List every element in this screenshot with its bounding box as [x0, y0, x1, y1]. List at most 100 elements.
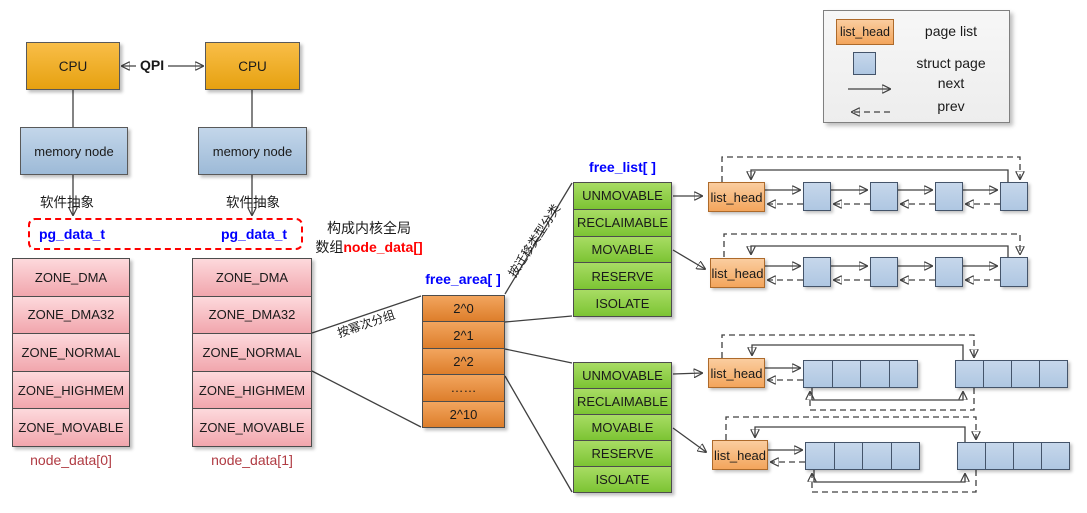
struct-page-box	[803, 257, 831, 287]
struct-page-cell	[863, 443, 892, 469]
free-list-cell: RESERVE	[574, 263, 671, 291]
zone-cell: ZONE_DMA32	[193, 296, 311, 335]
free-list-cell: MOVABLE	[574, 236, 671, 264]
free-area-cell: ……	[423, 375, 504, 402]
zone-table-1: ZONE_DMA ZONE_DMA32 ZONE_NORMAL ZONE_HIG…	[192, 258, 312, 447]
struct-page-cell	[986, 443, 1014, 469]
zone-cell: ZONE_NORMAL	[193, 334, 311, 372]
struct-page-cell	[891, 443, 919, 469]
free-list-cell: RECLAIMABLE	[574, 209, 671, 237]
list-head-box-0: list_head	[708, 182, 765, 212]
cpu-box-1: CPU	[205, 42, 300, 90]
free-list-cell: UNMOVABLE	[574, 363, 671, 389]
free-area-title: free_area[ ]	[425, 271, 501, 287]
zone-cell: ZONE_HIGHMEM	[193, 371, 311, 410]
memory-node-box-0: memory node	[20, 127, 128, 175]
zone-cell: ZONE_DMA	[193, 259, 311, 297]
struct-page-cell	[958, 443, 986, 469]
list-head-box-2: list_head	[708, 358, 765, 388]
annotation-line2: 数组node_data[]	[306, 238, 432, 257]
free-area-cell: 2^0	[423, 296, 504, 323]
struct-page-box	[935, 257, 963, 287]
software-abstraction-label-1: 软件抽象	[226, 195, 280, 210]
node-data-caption-0: node_data[0]	[30, 452, 112, 468]
list-head-label: list_head	[710, 189, 763, 205]
freelist-to-listhead-arrows	[672, 196, 706, 452]
list-head-label: list_head	[710, 365, 763, 381]
free-area-cell: 2^2	[423, 348, 504, 376]
free-list-title: free_list[ ]	[589, 159, 656, 175]
struct-page-cell	[804, 361, 833, 387]
legend-box: list_head page list struct page next pre…	[823, 10, 1010, 123]
struct-page-cell	[984, 361, 1012, 387]
qpi-label: QPI	[136, 57, 169, 73]
free-list-table-1: UNMOVABLE RECLAIMABLE MOVABLE RESERVE IS…	[573, 362, 672, 493]
free-area-cell: 2^1	[423, 322, 504, 349]
classify-by-migrate-type-label: 按迁移类型分类	[505, 201, 564, 280]
free-list-cell: RESERVE	[574, 441, 671, 467]
free-list-cell: ISOLATE	[574, 290, 671, 316]
free-area-cell: 2^10	[423, 401, 504, 428]
struct-page-box	[1000, 257, 1028, 287]
free-list-table-0: UNMOVABLE RECLAIMABLE MOVABLE RESERVE IS…	[573, 182, 672, 317]
struct-page-cell	[832, 361, 861, 387]
node-data-annotation: 构成内核全局 数组node_data[]	[306, 219, 432, 257]
free-list-cell: RECLAIMABLE	[574, 389, 671, 415]
struct-page-cell	[806, 443, 835, 469]
free-list-cell: MOVABLE	[574, 415, 671, 441]
struct-page-box	[1000, 182, 1028, 211]
legend-page-list-label: page list	[924, 23, 978, 39]
zone-cell: ZONE_DMA32	[13, 296, 129, 335]
page-block	[957, 442, 1070, 470]
list-head-box-3: list_head	[712, 440, 768, 470]
legend-struct-page-label: struct page	[916, 55, 986, 71]
annotation-line2-prefix: 数组	[315, 239, 344, 255]
group-by-order-label: 按幂次分组	[335, 307, 397, 341]
pg-data-label-0: pg_data_t	[38, 226, 106, 242]
struct-page-cell	[834, 443, 863, 469]
cpu-label: CPU	[238, 58, 267, 74]
legend-next-label: next	[937, 75, 965, 91]
cpu-box-0: CPU	[26, 42, 120, 90]
memory-node-label: memory node	[34, 143, 114, 159]
zone-cell: ZONE_MOVABLE	[13, 409, 129, 446]
zone-cell: ZONE_NORMAL	[13, 334, 129, 372]
legend-struct-page-swatch	[853, 52, 876, 75]
pg-data-dashed-box	[28, 218, 303, 250]
struct-page-box	[870, 257, 898, 287]
list-head-label: list_head	[713, 447, 767, 463]
list-head-box-1: list_head	[710, 258, 765, 288]
struct-page-box	[803, 182, 831, 211]
page-block	[803, 360, 918, 388]
legend-prev-label: prev	[937, 98, 965, 114]
free-area-array: 2^0 2^1 2^2 …… 2^10	[422, 295, 505, 428]
list-head-label: list_head	[711, 265, 764, 281]
legend-list-head-swatch: list_head	[836, 19, 894, 45]
struct-page-cell	[1040, 361, 1067, 387]
zone-cell: ZONE_MOVABLE	[193, 409, 311, 446]
struct-page-cell	[1014, 443, 1042, 469]
cpu-label: CPU	[58, 58, 88, 74]
page-block	[805, 442, 920, 470]
zone-table-0: ZONE_DMA ZONE_DMA32 ZONE_NORMAL ZONE_HIG…	[12, 258, 130, 447]
free-list-cell: ISOLATE	[574, 467, 671, 492]
annotation-node-data-highlight: node_data[]	[343, 239, 423, 255]
struct-page-cell	[889, 361, 917, 387]
page-block	[955, 360, 1068, 388]
struct-page-cell	[861, 361, 890, 387]
struct-page-box	[935, 182, 963, 211]
struct-page-cell	[1042, 443, 1069, 469]
list-head-label: list_head	[839, 25, 891, 39]
memory-node-box-1: memory node	[198, 127, 307, 175]
struct-page-cell	[956, 361, 984, 387]
software-abstraction-label-0: 软件抽象	[40, 195, 94, 210]
free-list-cell: UNMOVABLE	[574, 183, 671, 210]
node-data-caption-1: node_data[1]	[211, 452, 293, 468]
memory-node-label: memory node	[212, 143, 293, 159]
next-arrow-icon	[848, 82, 896, 96]
cpu-memory-connectors	[72, 90, 253, 127]
pg-data-label-1: pg_data_t	[220, 226, 288, 242]
zone-cell: ZONE_HIGHMEM	[13, 371, 129, 410]
struct-page-box	[870, 182, 898, 211]
